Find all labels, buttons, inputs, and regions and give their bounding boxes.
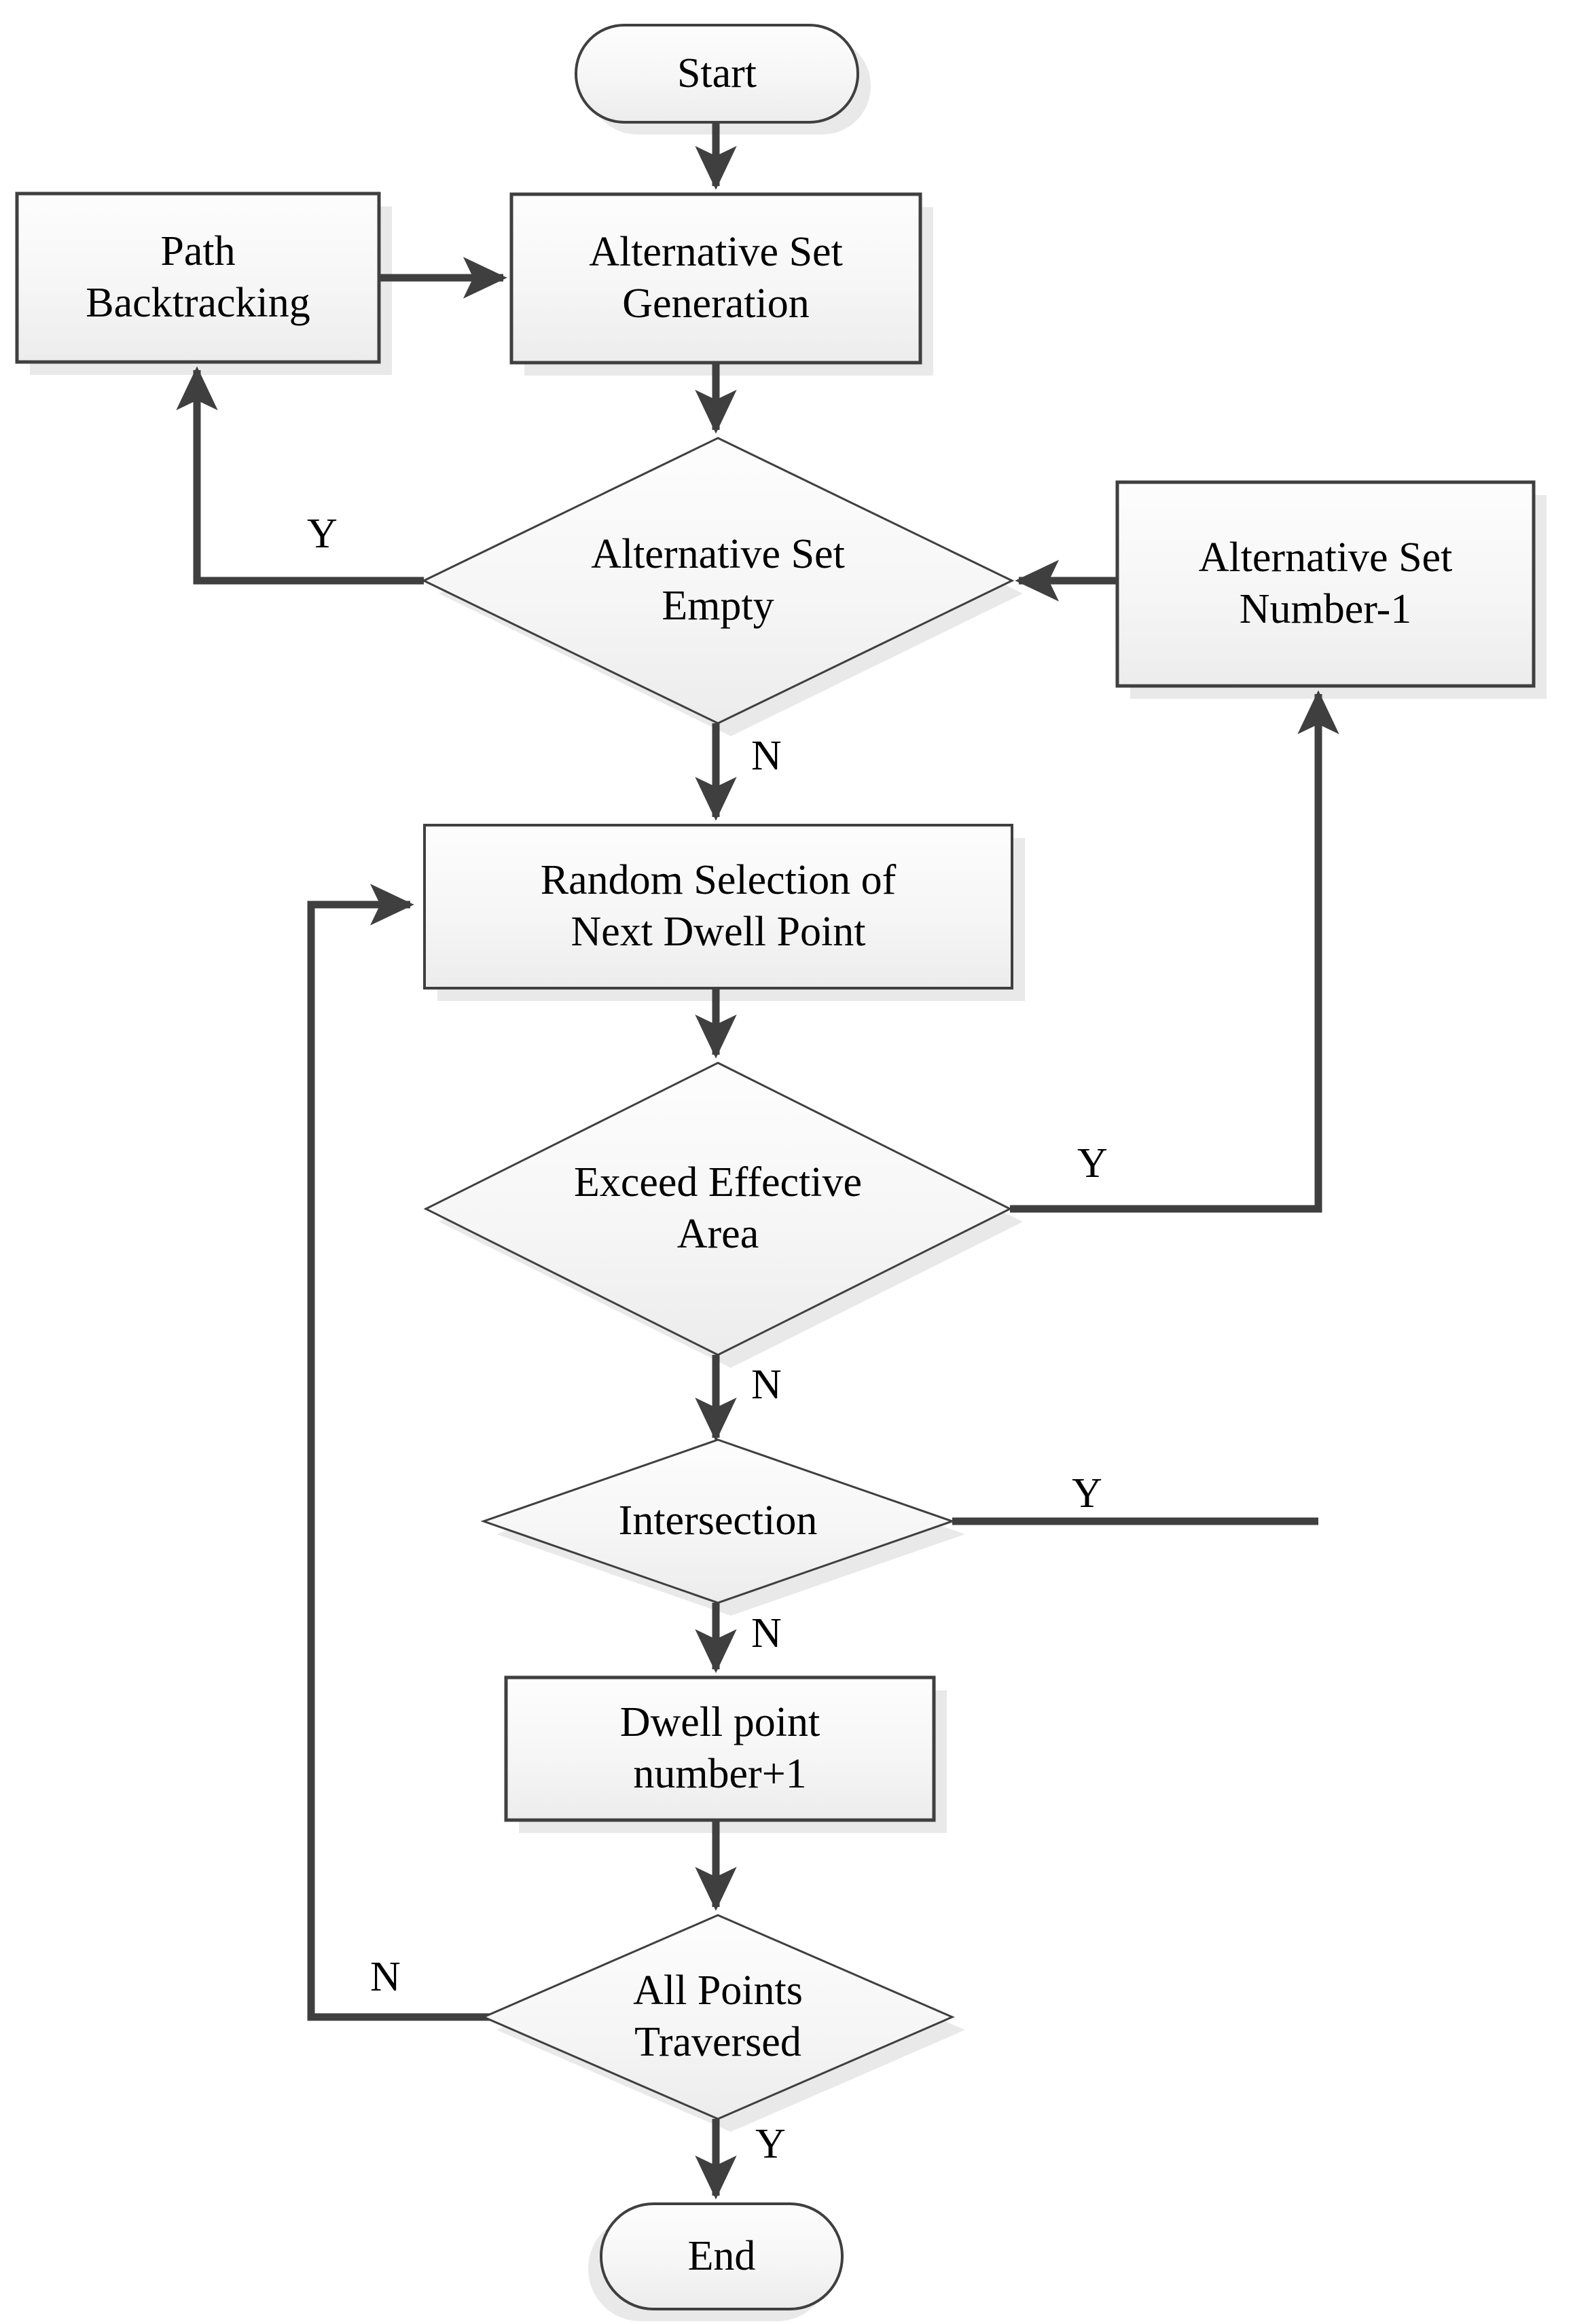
edge-label-alt-set-empty-no: N — [751, 733, 782, 779]
edge-alt-set-empty-yes-to-path-backtracking — [176, 366, 424, 585]
edge-label-all-points-no: N — [370, 1954, 401, 2000]
node-random-selection-shape — [423, 824, 1013, 989]
edge-label-exceed-area-no: N — [751, 1362, 782, 1408]
connector-lines — [176, 122, 1339, 2200]
node-exceed-area-shape — [423, 1061, 1013, 1356]
edge-label-intersection-yes: Y — [1072, 1470, 1102, 1517]
edge-label-intersection-no: N — [751, 1610, 782, 1656]
node-path-backtracking-shape — [15, 192, 381, 364]
shape-outlines — [15, 24, 1536, 2310]
node-alt-set-number-shape — [1115, 480, 1536, 688]
node-alt-set-generation-shape — [509, 192, 922, 365]
node-intersection-shape — [480, 1438, 956, 1604]
edge-label-alt-set-empty-yes: Y — [307, 511, 338, 557]
edge-label-all-points-yes: Y — [755, 2121, 786, 2167]
node-start-shape — [575, 24, 859, 124]
node-alt-set-empty-shape — [421, 437, 1015, 725]
node-all-points-shape — [481, 1914, 955, 2120]
edge-label-exceed-area-yes: Y — [1077, 1140, 1108, 1186]
node-end-shape — [600, 2202, 844, 2310]
edge-exceed-area-yes-to-alt-set-number — [1010, 690, 1339, 1213]
node-dwell-point-shape — [504, 1675, 936, 1822]
edge-all-points-no-to-random-selection — [307, 884, 496, 2021]
